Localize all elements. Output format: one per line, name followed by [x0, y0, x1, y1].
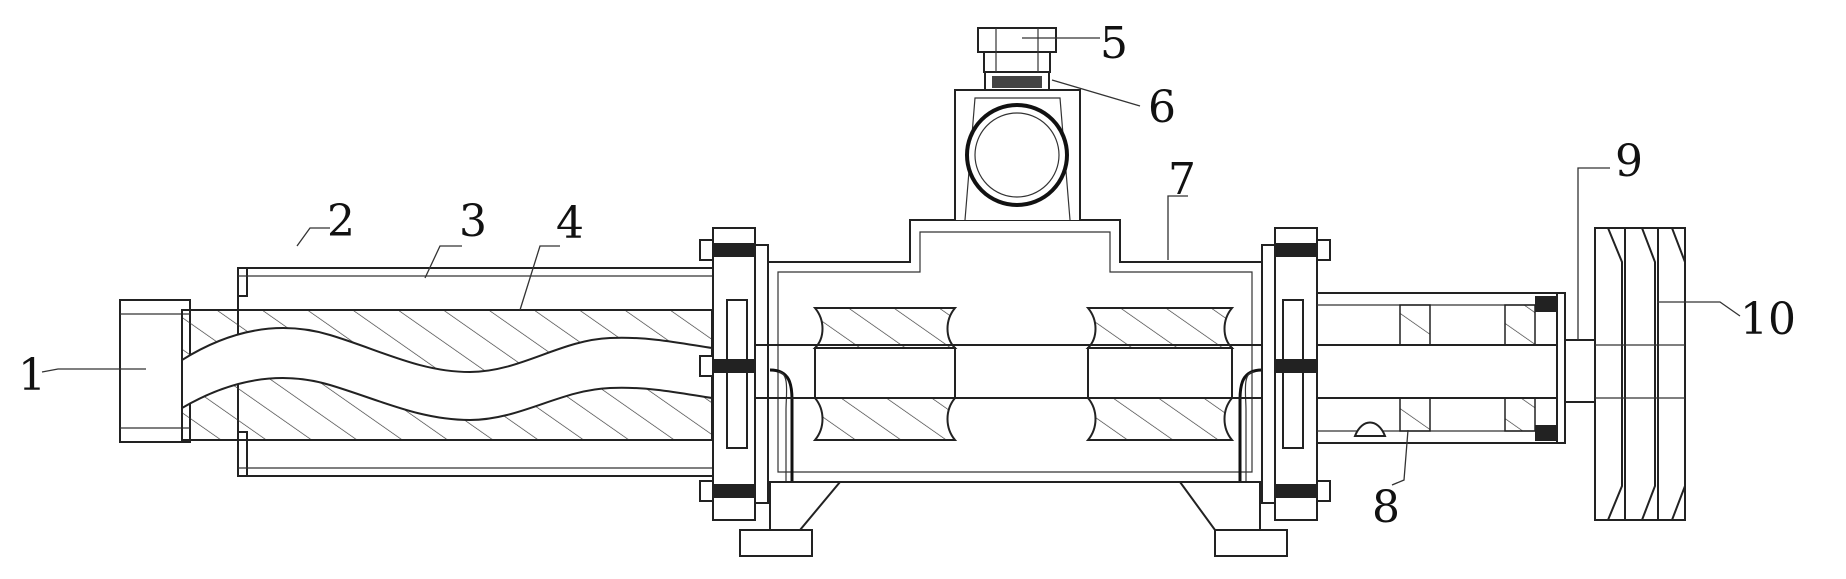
label-2: 2 [327, 196, 355, 247]
part-labels: 1 2 3 4 5 6 7 8 9 10 [18, 18, 1796, 533]
label-7: 7 [1168, 154, 1196, 205]
label-3: 3 [459, 196, 487, 247]
bearing-housing [1316, 292, 1566, 444]
rotor-channel [182, 327, 712, 422]
outlet-bracket [954, 71, 1081, 221]
inlet-flange [119, 299, 191, 443]
support-feet [739, 481, 1288, 557]
label-6: 6 [1148, 82, 1176, 133]
bolt-head [699, 239, 755, 502]
label-4: 4 [556, 198, 584, 249]
label-1: 1 [18, 350, 46, 401]
v-belt-pulley [1594, 227, 1686, 521]
drain-plug-head [977, 27, 1057, 73]
label-10: 10 [1740, 294, 1796, 345]
universal-joint-right [1085, 307, 1235, 441]
right-flange [1261, 227, 1331, 521]
universal-joint-left [812, 307, 958, 441]
label-9: 9 [1615, 136, 1643, 187]
label-5: 5 [1100, 18, 1128, 69]
leader-lines [41, 37, 1741, 486]
label-8: 8 [1372, 482, 1400, 533]
left-flange [699, 227, 769, 521]
